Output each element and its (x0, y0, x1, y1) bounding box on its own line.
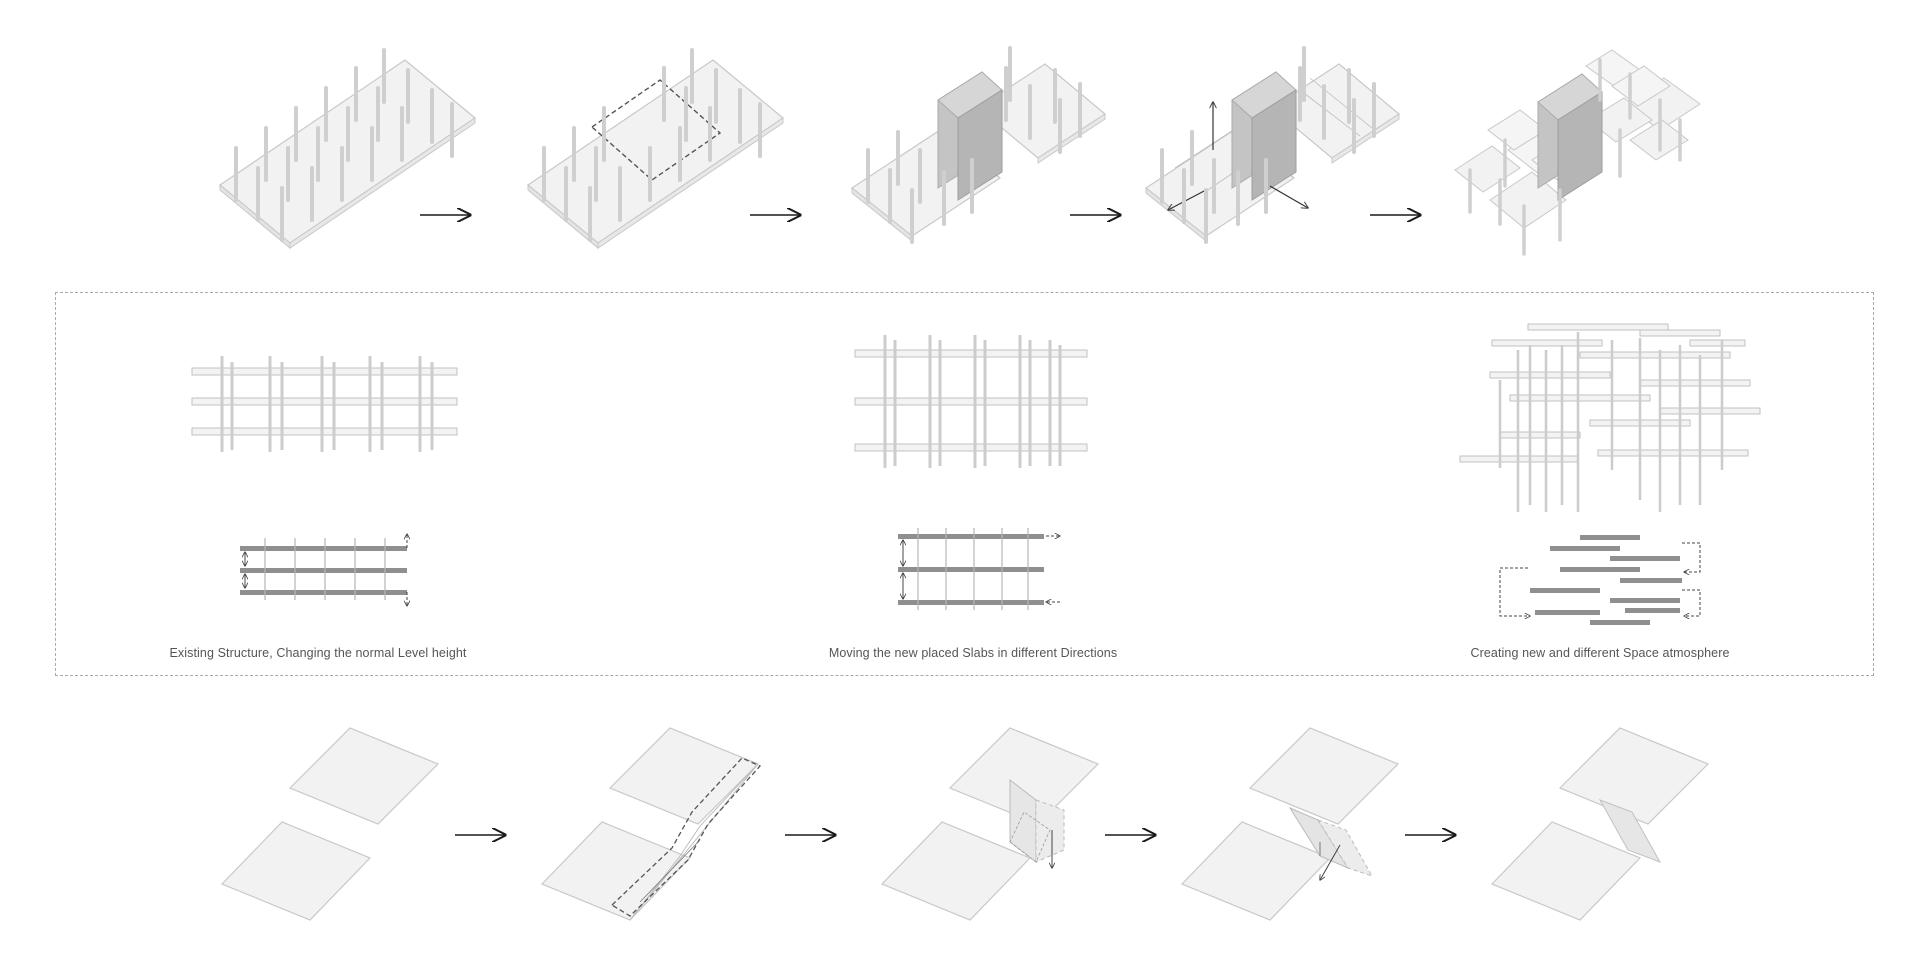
selected-zone-outline (590, 79, 722, 181)
structure-step-2 (527, 48, 784, 250)
row-structure-sequence (219, 46, 1701, 256)
row-folding-sequence (220, 727, 1710, 921)
plan-study-3 (1499, 535, 1701, 625)
fold-step-2 (540, 727, 762, 921)
fold-step-1 (220, 727, 440, 921)
row-section-studies (191, 323, 1761, 625)
fold-step-3 (880, 727, 1100, 921)
dashed-move-arrow-icon (1682, 542, 1701, 572)
fold-step-5 (1490, 727, 1710, 921)
move-right-arrow-icon (1269, 185, 1308, 208)
section-study-3 (1459, 323, 1761, 512)
structure-step-1 (219, 48, 476, 250)
plan-study-2 (898, 528, 1060, 610)
plan-study-1 (240, 534, 407, 606)
structure-step-4 (1144, 46, 1401, 244)
move-left-arrow-icon (1168, 189, 1207, 210)
fold-zone-outline (610, 757, 762, 917)
section-study-2 (854, 335, 1088, 468)
structure-step-5 (1454, 49, 1701, 256)
dashed-move-arrow-icon (1682, 589, 1701, 616)
fold-step-4 (1180, 727, 1400, 921)
caption-space-atmosphere: Creating new and different Space atmosph… (1470, 646, 1730, 660)
caption-existing-structure: Existing Structure, Changing the normal … (169, 646, 467, 660)
dashed-move-arrow-icon (1499, 567, 1530, 616)
study-frame (55, 292, 1874, 676)
section-study-1 (191, 356, 458, 452)
caption-moving-slabs: Moving the new placed Slabs in different… (828, 646, 1118, 660)
structure-step-3 (850, 46, 1107, 244)
